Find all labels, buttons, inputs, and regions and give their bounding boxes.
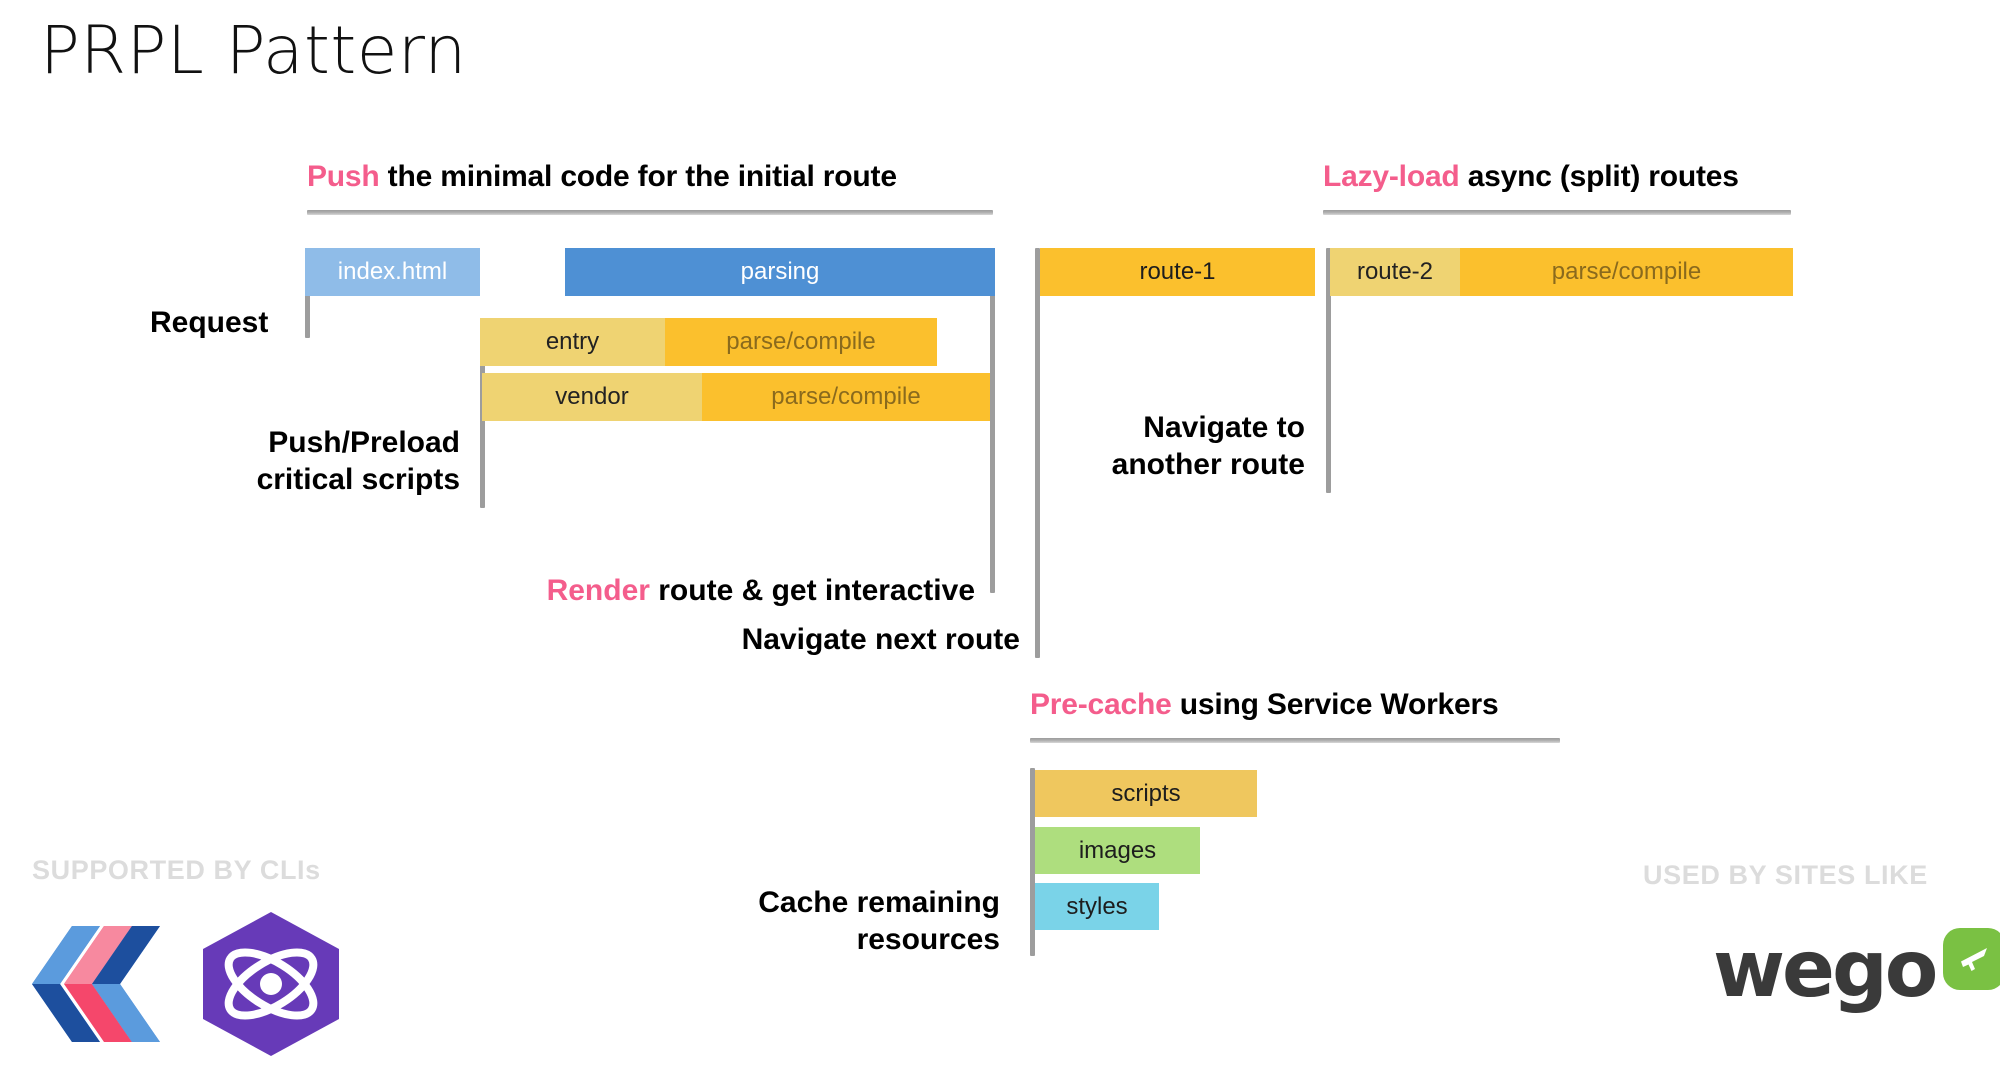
lane-label-request: Request: [150, 306, 269, 339]
lane-label-cache-remaining-resources: Cache remaining resources: [758, 886, 1000, 956]
guide-line-navigate-another: [1326, 248, 1331, 493]
section-heading-precache-rest: using Service Workers: [1171, 688, 1499, 721]
guide-line-navigate-next: [1035, 248, 1040, 658]
bar-route-1: route-1: [1040, 248, 1315, 296]
bar-index-html: index.html: [305, 248, 480, 296]
section-heading-push-accent: Push: [307, 160, 380, 193]
bar-segment-styles: styles: [1035, 883, 1159, 930]
lane-label-push-preload: Push/Preload critical scripts: [256, 426, 460, 496]
section-heading-push: Push the minimal code for the initial ro…: [307, 160, 897, 194]
bar-scripts: scripts: [1035, 770, 1257, 817]
page-title: PRPL Pattern: [40, 12, 467, 89]
bar-vendor: vendor parse/compile: [482, 373, 990, 421]
bar-segment-route-2-parse-compile: parse/compile: [1460, 248, 1793, 296]
bar-entry: entry parse/compile: [480, 318, 937, 366]
guide-line-cache-remaining: [1030, 768, 1035, 956]
section-heading-push-rest: the minimal code for the initial route: [379, 160, 897, 193]
bar-segment-entry-parse-compile: parse/compile: [665, 318, 937, 366]
polymer-logo-icon: [32, 926, 160, 1042]
lane-label-render-rest: route & get interactive: [649, 573, 975, 607]
wego-logo: wego: [1713, 928, 2000, 1012]
section-heading-lazy-load: Lazy-load async (split) routes: [1323, 160, 1739, 194]
bar-parsing: parsing: [565, 248, 995, 296]
guide-line-render: [990, 248, 995, 593]
airplane-icon: [1961, 948, 1988, 971]
bar-segment-parsing: parsing: [565, 248, 995, 296]
bar-route-2: route-2 parse/compile: [1330, 248, 1793, 296]
section-heading-lazy-accent: Lazy-load: [1323, 160, 1460, 193]
section-heading-lazy-rest: async (split) routes: [1459, 160, 1739, 193]
wego-badge-icon: [1943, 928, 2000, 990]
lane-label-render: Render route & get interactive: [360, 536, 975, 609]
footer-used-by-sites-like: USED BY SITES LIKE: [1643, 860, 1928, 890]
footer-supported-by-clis: SUPPORTED BY CLIs: [32, 855, 321, 885]
polymer-logo: [32, 918, 172, 1055]
bar-segment-scripts: scripts: [1035, 770, 1257, 817]
bar-styles: styles: [1035, 883, 1159, 930]
preact-logo: [200, 910, 342, 1063]
wego-wordmark: wego: [1713, 924, 1938, 1015]
lane-label-render-accent: Render: [546, 573, 650, 607]
section-heading-precache-accent: Pre-cache: [1030, 688, 1172, 721]
section-rule-precache: [1030, 738, 1560, 743]
bar-segment-vendor: vendor: [482, 373, 702, 421]
preact-atom-icon: [203, 912, 339, 1056]
bar-images: images: [1035, 827, 1200, 874]
bar-segment-images: images: [1035, 827, 1200, 874]
lane-label-navigate-another-route: Navigate to another route: [1111, 411, 1305, 481]
section-heading-precache: Pre-cache using Service Workers: [1030, 688, 1499, 722]
bar-segment-route-1: route-1: [1040, 248, 1315, 296]
bar-segment-route-2: route-2: [1330, 248, 1460, 296]
lane-label-navigate-next: Navigate next route: [741, 623, 1020, 656]
bar-segment-entry: entry: [480, 318, 665, 366]
bar-segment-vendor-parse-compile: parse/compile: [702, 373, 990, 421]
section-rule-lazy-load: [1323, 210, 1791, 215]
section-rule-push: [307, 210, 993, 215]
bar-segment-index-html: index.html: [305, 248, 480, 296]
